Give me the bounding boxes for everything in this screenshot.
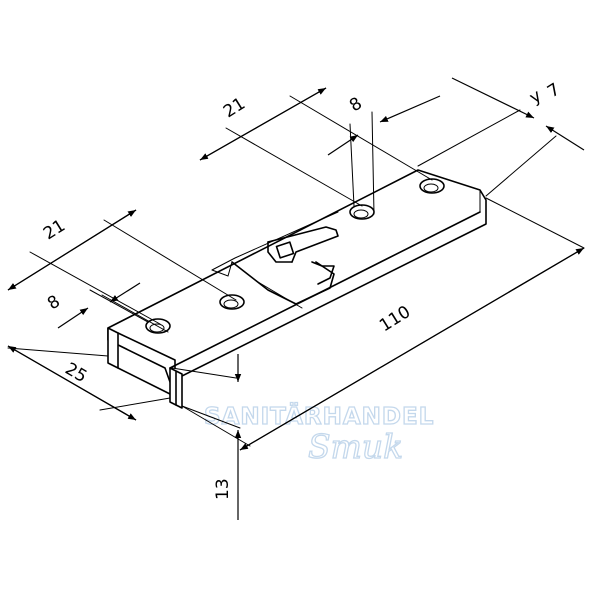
mounting-plate <box>107 169 487 409</box>
watermark: SANITÄRHANDEL Smuk <box>203 401 434 466</box>
dim-label-width: 25 <box>62 359 91 387</box>
dim-label-slot-value: 7 <box>544 80 564 103</box>
dim-label-length: 110 <box>376 302 414 336</box>
left-flange <box>107 327 183 409</box>
dim-label-right-spacing: 21 <box>220 94 249 122</box>
spring-latch <box>231 226 339 305</box>
hole-left-rear <box>219 294 245 310</box>
hole-right-rear <box>419 178 445 194</box>
hole-right-front <box>349 204 375 220</box>
dim-height: 13 <box>171 354 242 520</box>
watermark-line1: SANITÄRHANDEL <box>204 402 434 430</box>
dim-label-left-spacing: 21 <box>40 216 69 244</box>
dim-label-left-diameter: 8 <box>44 292 64 315</box>
plate-top-face <box>107 169 487 383</box>
platform-outline <box>211 211 339 271</box>
dim-label-height: 13 <box>213 478 233 500</box>
watermark-line2: Smuk <box>308 427 403 466</box>
dim-label-right-diameter: 8 <box>346 94 366 117</box>
dim-label-slot-symbol: y <box>526 86 545 108</box>
